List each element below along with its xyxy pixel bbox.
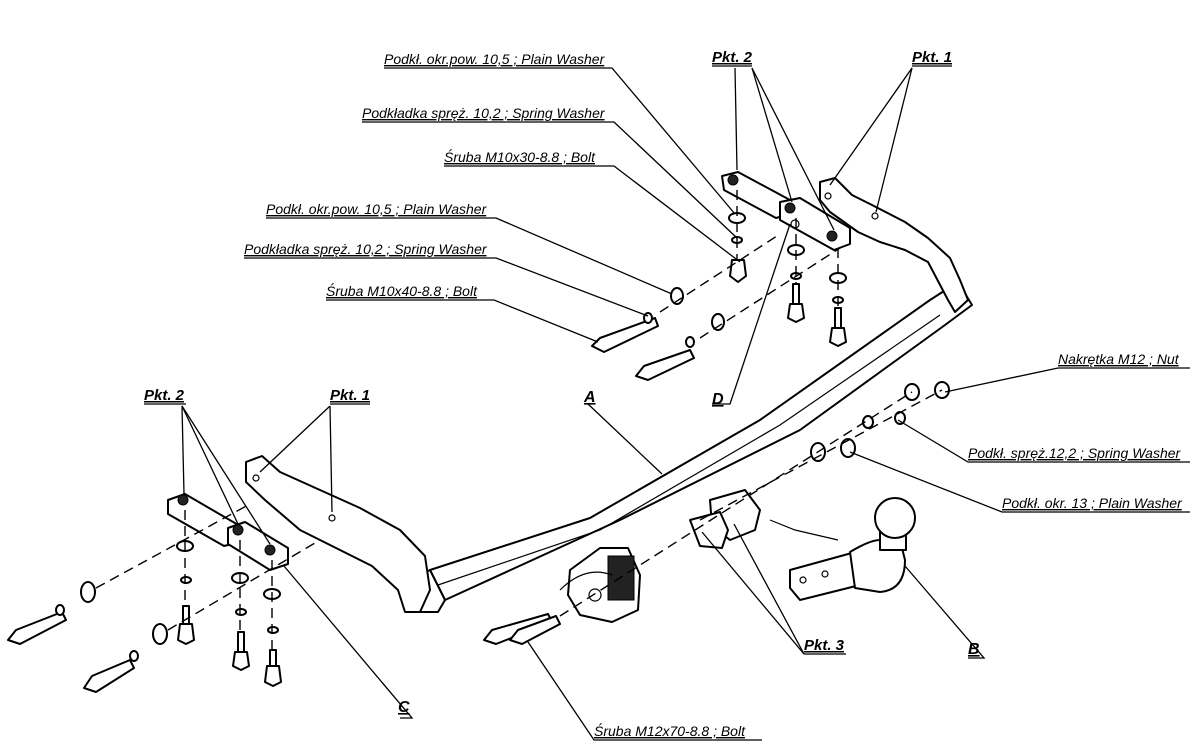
label-letter-c: C: [398, 699, 410, 716]
label-bolt-m10x40: Śruba M10x40-8.8 ; Bolt: [326, 282, 478, 299]
right-top-fasteners: [591, 190, 847, 381]
label-washer-spring-12: Podkł. spręż.12,2 ; Spring Washer: [968, 445, 1182, 461]
label-bolt-m10x30: Śruba M10x30-8.8 ; Bolt: [444, 148, 596, 165]
socket-plate: [559, 547, 641, 623]
label-pkt1-right: Pkt. 1: [912, 49, 952, 66]
ball-mount-bracket: [689, 489, 761, 549]
right-bottom-fasteners: [483, 381, 950, 645]
label-washer-plain-top: Podkł. okr.pow. 10,5 ; Plain Washer: [384, 51, 606, 67]
leader-lines: [144, 65, 1190, 741]
tow-ball: [769, 497, 916, 601]
label-pkt1-left: Pkt. 1: [330, 387, 370, 404]
label-nut-m12: Nakrętka M12 ; Nut: [1058, 351, 1180, 367]
label-letter-b: B: [968, 641, 980, 658]
label-bolt-m12x70: Śruba M12x70-8.8 ; Bolt: [594, 722, 746, 739]
label-pkt3: Pkt. 3: [804, 637, 845, 654]
label-washer-plain-mid: Podkł. okr.pow. 10,5 ; Plain Washer: [266, 201, 488, 217]
label-washer-spring-mid: Podkładka spręż. 10,2 ; Spring Washer: [244, 241, 488, 257]
label-letter-a: A: [583, 389, 596, 406]
right-clamp-plates: [721, 171, 851, 251]
label-pkt2-left: Pkt. 2: [144, 387, 185, 404]
label-pkt2-right: Pkt. 2: [712, 49, 753, 66]
left-side-bracket: [245, 455, 431, 613]
label-washer-plain-13: Podkł. okr. 13 ; Plain Washer: [1002, 495, 1183, 511]
right-side-bracket: [819, 177, 969, 313]
label-letter-d: D: [712, 391, 724, 408]
left-fasteners: [7, 503, 321, 693]
label-washer-spring-top: Podkładka spręż. 10,2 ; Spring Washer: [362, 105, 606, 121]
